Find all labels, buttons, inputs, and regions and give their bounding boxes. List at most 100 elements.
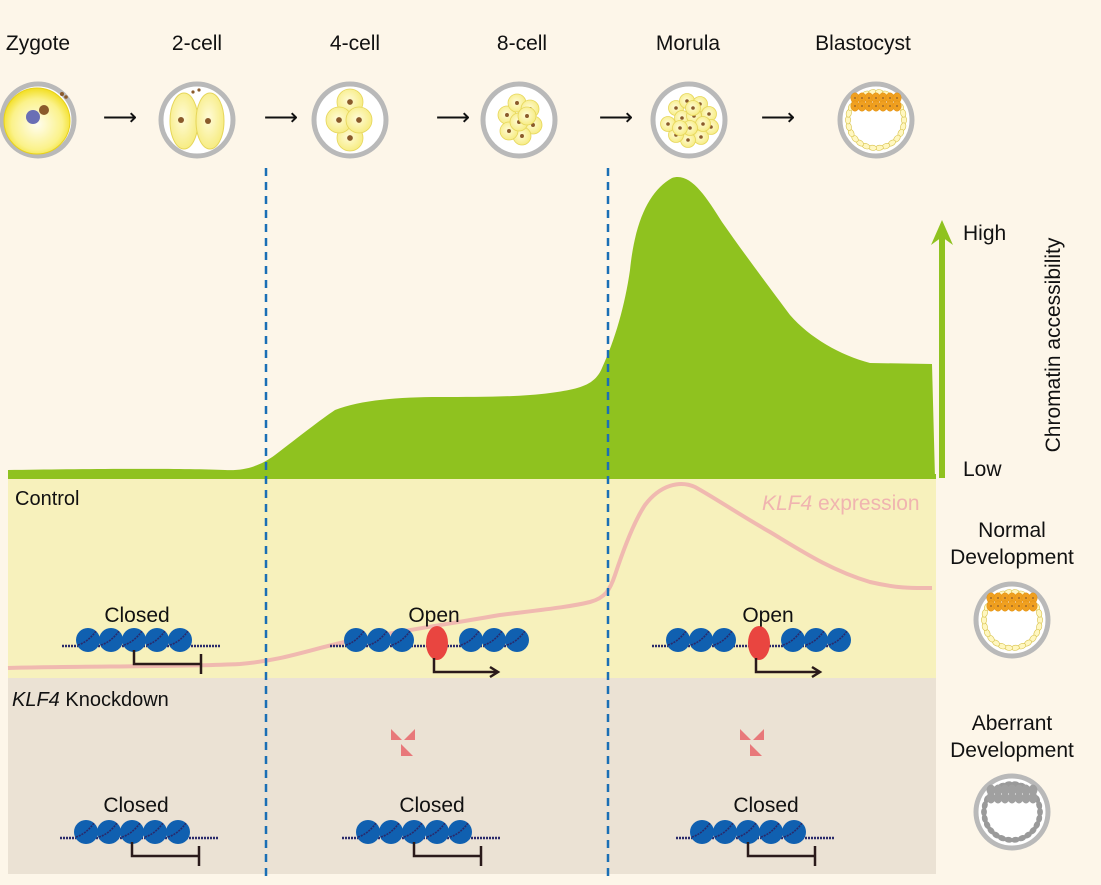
- dna-wrap: [449, 822, 469, 838]
- dna-wrap: [690, 630, 710, 646]
- polar-body: [197, 88, 201, 92]
- cell-nucleus: [1018, 605, 1020, 607]
- knockdown-state-label-1: Closed: [103, 794, 169, 817]
- cell-nucleus: [688, 126, 692, 130]
- repressed-promoter-line: [746, 842, 815, 858]
- control-state-label-2: Open: [408, 604, 460, 627]
- transcription-arrow-icon: [811, 665, 823, 679]
- cell-nucleus: [882, 105, 884, 107]
- control-state-label-3: Open: [742, 604, 794, 627]
- accessibility-high-label: High: [963, 222, 1007, 245]
- knockdown-band: [8, 678, 936, 874]
- knockdown-gene-name: KLF4: [12, 689, 60, 711]
- accessibility-arrow-shaft: [939, 235, 945, 478]
- dna-wrap: [98, 822, 118, 838]
- control-open-chromatin-2: [330, 626, 529, 679]
- transition-arrow-icon: ⟶: [760, 104, 796, 131]
- cell-nucleus: [701, 122, 705, 126]
- cell-nucleus: [896, 105, 898, 107]
- cell-nucleus: [990, 605, 992, 607]
- dna-wrap: [100, 630, 120, 646]
- aberrant-label-line2: Development: [950, 739, 1074, 762]
- stage-label-morula: Morula: [655, 32, 721, 55]
- dna-wrap: [169, 630, 189, 646]
- sirna-icon: [740, 729, 764, 756]
- cell-nucleus: [990, 597, 992, 599]
- dna-wrap: [75, 822, 95, 838]
- cell-nucleus: [868, 97, 870, 99]
- cell-nucleus: [178, 117, 184, 123]
- dna-wrap: [144, 822, 164, 838]
- normal-label-line1: Normal: [978, 519, 1046, 542]
- stage-label-2-cell: 2-cell: [171, 32, 223, 55]
- embryo-8-cell: [480, 81, 558, 159]
- active-promoter-line: [754, 658, 818, 674]
- trophectoderm-cell: [900, 109, 907, 118]
- embryo-2-cell: [158, 81, 236, 159]
- embryo-blastocyst: [837, 81, 915, 159]
- dna-wrap: [828, 630, 848, 646]
- cell-nucleus: [674, 106, 678, 110]
- pronucleus: [26, 110, 40, 124]
- trophectoderm-cell: [1036, 609, 1043, 618]
- embryo-4-cell: [311, 81, 389, 159]
- cell-nucleus: [356, 117, 362, 123]
- cell-nucleus: [889, 97, 891, 99]
- cell-nucleus: [680, 116, 684, 120]
- dna-wrap: [123, 630, 143, 646]
- knockdown-closed-chromatin-3: [676, 820, 835, 866]
- knockdown-state-label-3: Closed: [733, 794, 799, 817]
- sirna-fragment: [740, 729, 751, 740]
- repressed-promoter-line: [412, 842, 481, 858]
- dna-wrap: [167, 822, 187, 838]
- outcome-normal-blastocyst: [973, 581, 1051, 659]
- accessibility-low-label: Low: [963, 458, 1002, 481]
- dna-wrap: [737, 822, 757, 838]
- cell-nucleus: [861, 97, 863, 99]
- dna-wrap: [121, 822, 141, 838]
- cell-nucleus: [685, 99, 689, 103]
- cell-nucleus: [507, 129, 511, 133]
- cell-nucleus: [1032, 597, 1034, 599]
- klf4-expression-label: KLF4 expression: [762, 492, 920, 516]
- cell-nucleus: [505, 113, 509, 117]
- control-closed-chromatin-1: [62, 628, 221, 674]
- dna-wrap: [760, 822, 780, 838]
- sirna-fragment: [750, 744, 762, 756]
- cell-nucleus: [875, 97, 877, 99]
- control-open-chromatin-3: [652, 626, 851, 679]
- dna-wrap: [714, 822, 734, 838]
- cell-nucleus: [1018, 597, 1020, 599]
- cell-nucleus: [896, 97, 898, 99]
- sirna-icon: [391, 729, 415, 756]
- pronucleus: [39, 105, 49, 115]
- klf4-expression-curve: [7, 482, 933, 670]
- dna-wrap: [782, 630, 802, 646]
- klf4-transcription-factor: [748, 626, 770, 660]
- cell-nucleus: [686, 138, 690, 142]
- dna-wrap: [368, 630, 388, 646]
- repressed-promoter-line: [130, 842, 199, 858]
- cell-nucleus: [1011, 597, 1013, 599]
- repressed-promoter-line: [132, 650, 201, 666]
- cell-nucleus: [520, 134, 524, 138]
- stage-label-4-cell: 4-cell: [329, 32, 381, 55]
- transcription-arrow-icon: [489, 665, 501, 679]
- accessibility-baseline: [8, 474, 936, 479]
- trophectoderm-cell: [1036, 801, 1043, 810]
- normal-label-line2: Development: [950, 546, 1074, 569]
- dna-wrap: [357, 822, 377, 838]
- cell-nucleus: [889, 105, 891, 107]
- knockdown-closed-chromatin-1: [60, 820, 219, 866]
- cell-nucleus: [882, 97, 884, 99]
- cell-nucleus: [854, 97, 856, 99]
- dna-wrap: [77, 630, 97, 646]
- cell-nucleus: [347, 99, 353, 105]
- inner-cell-mass-cell: [1028, 792, 1038, 804]
- control-panel-title: Control: [15, 488, 80, 510]
- knockdown-title-rest: Knockdown: [59, 689, 169, 711]
- accessibility-axis-title: Chromatin accessibility: [1042, 237, 1065, 453]
- cell-nucleus: [1011, 605, 1013, 607]
